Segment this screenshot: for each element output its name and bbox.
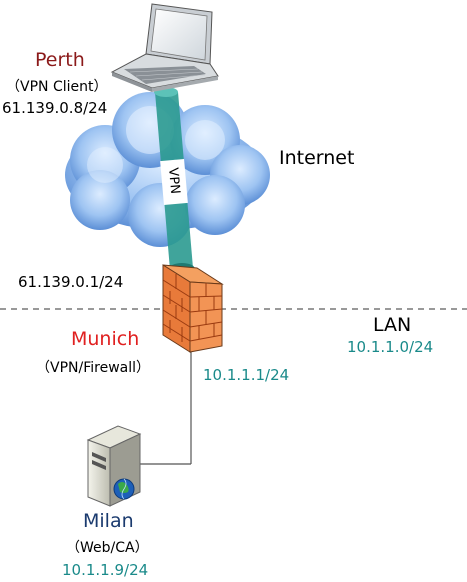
laptop-icon [110,3,219,92]
tunnel-label: VPN [165,167,182,195]
server-icon [86,425,142,507]
lan-label: LAN [373,314,411,336]
firewall-icon [162,264,224,353]
milan-role: （Web/CA） [66,540,149,556]
perth-ip: 61.139.0.8/24 [2,99,107,117]
perth-name: Perth [35,49,85,71]
lan-subnet: 10.1.1.0/24 [347,338,433,356]
munich-internal-ip: 10.1.1.1/24 [203,366,289,384]
munich-name: Munich [71,328,139,350]
milan-ip: 10.1.1.9/24 [62,561,148,579]
lan-link [139,345,192,465]
milan-name: Milan [83,510,134,532]
internet-label: Internet [279,147,354,169]
perth-role: （VPN Client） [6,79,107,95]
munich-external-ip: 61.139.0.1/24 [18,273,123,291]
munich-role: （VPN/Firewall） [36,360,150,376]
